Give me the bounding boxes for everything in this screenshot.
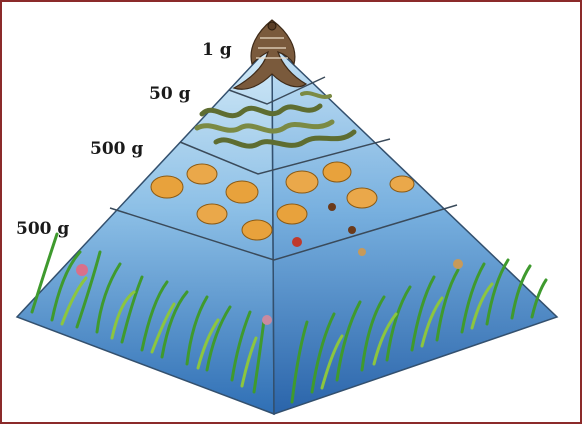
- level-label-base: 500 g: [16, 219, 69, 239]
- level-label-top: 1 g: [202, 40, 232, 60]
- level-label-third: 500 g: [90, 139, 143, 159]
- pyramid-right-face: [272, 44, 557, 414]
- level-label-second: 50 g: [149, 84, 190, 104]
